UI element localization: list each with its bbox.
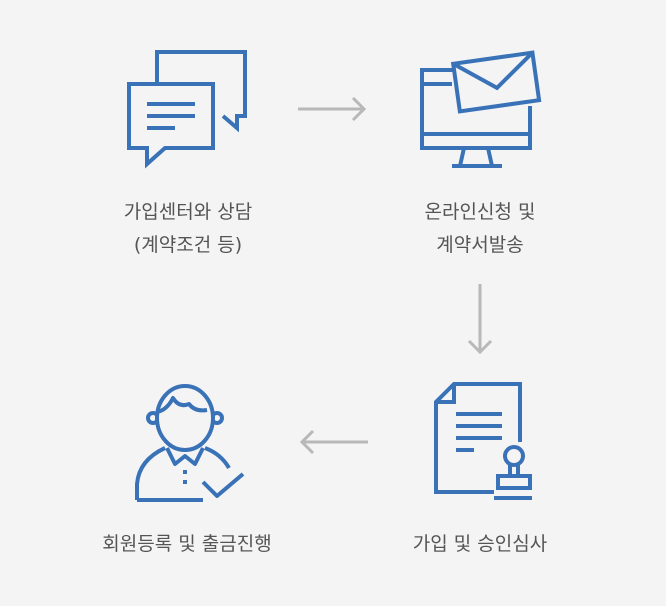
arrow-down-icon: [467, 284, 493, 356]
step-label-line: 온라인신청 및: [424, 201, 536, 223]
member-check-icon: [133, 380, 249, 504]
step-label-line: 가입 및 승인심사: [412, 533, 548, 555]
step-label-online-application: 온라인신청 및 계약서발송: [387, 196, 573, 262]
step-label-approval-review: 가입 및 승인심사: [377, 528, 583, 561]
step-label-member-registration: 회원등록 및 출금진행: [72, 528, 302, 561]
monitor-envelope-icon: [418, 48, 542, 170]
step-label-line: 회원등록 및 출금진행: [102, 533, 272, 555]
step-label-consultation: 가입센터와 상담 (계약조건 등): [95, 196, 281, 262]
step-label-line: (계약조건 등): [133, 234, 243, 256]
step-label-line: 계약서발송: [436, 234, 524, 256]
arrow-right-icon: [298, 96, 368, 122]
arrow-left-icon: [298, 429, 368, 455]
chat-bubbles-icon: [125, 48, 249, 169]
document-stamp-icon: [432, 380, 536, 504]
step-label-line: 가입센터와 상담: [123, 201, 253, 223]
